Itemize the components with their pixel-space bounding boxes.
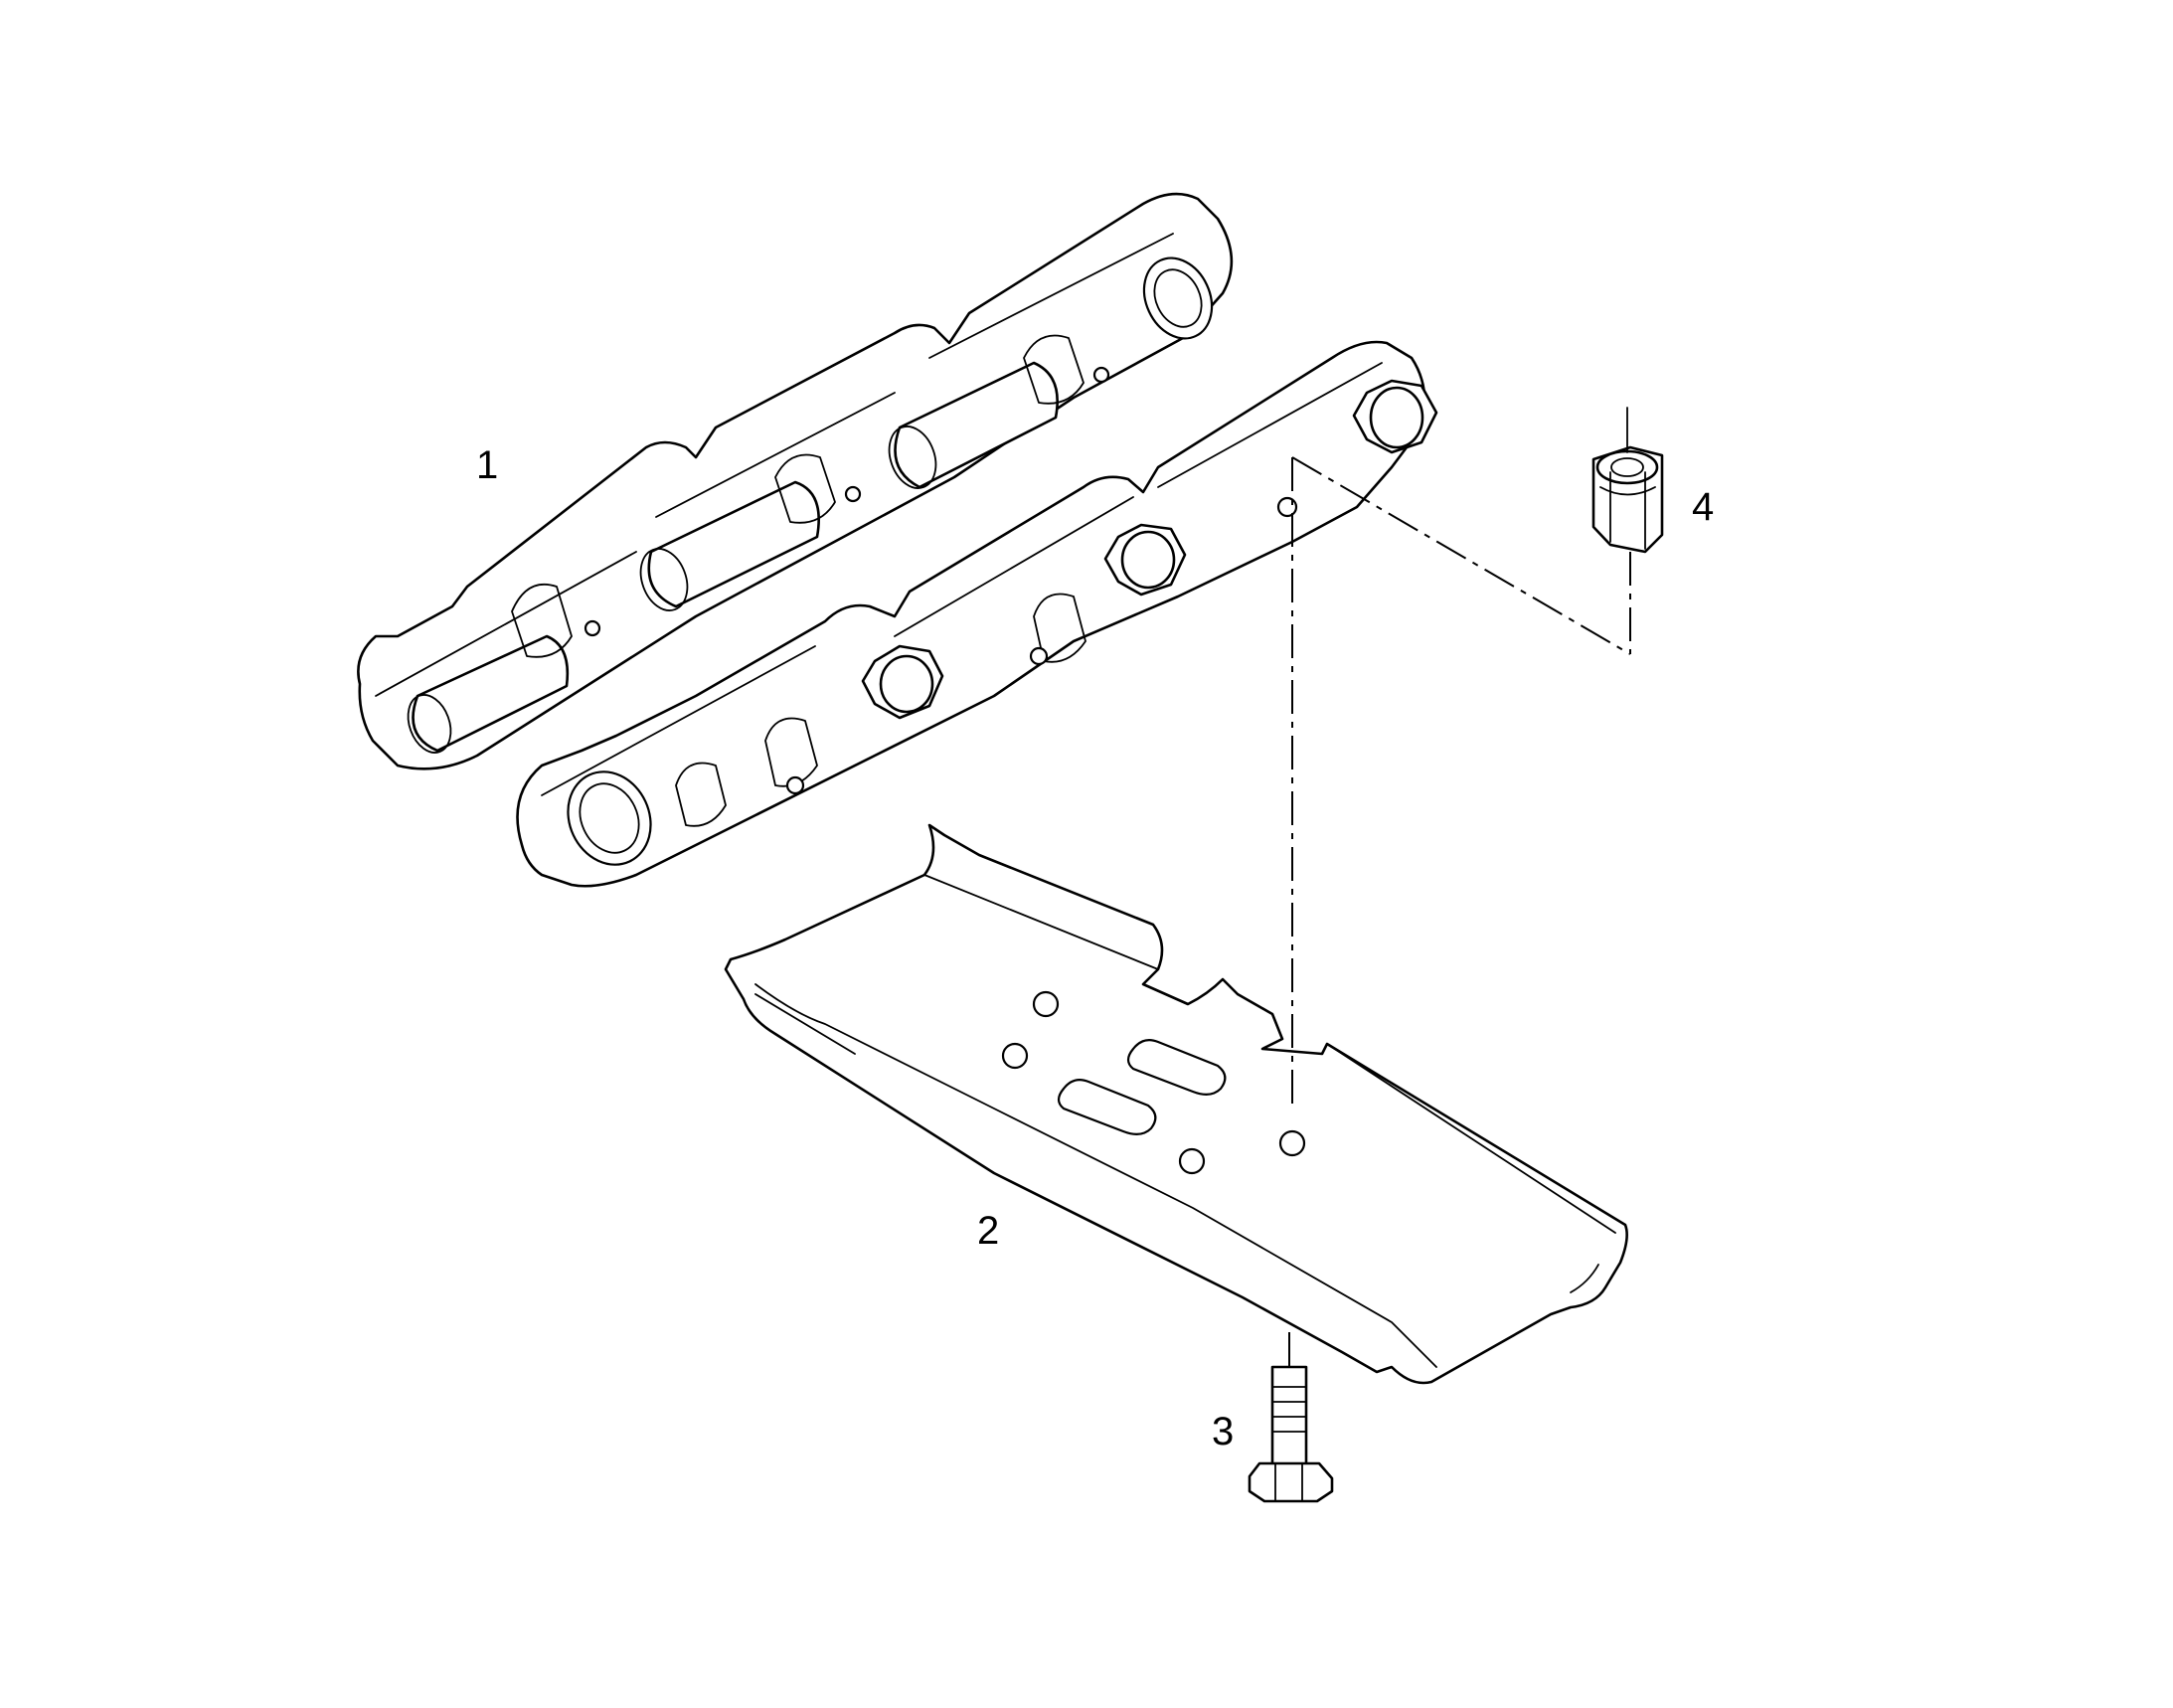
callout-2: 2 [977, 1209, 1000, 1253]
callout-1: 1 [476, 443, 499, 487]
chain-bushings [407, 361, 1059, 754]
track-chain-assembly [357, 192, 1438, 888]
track-nut [1591, 445, 1664, 554]
chain-bolt-hole [1276, 496, 1298, 518]
callout-4: 4 [1692, 485, 1715, 529]
assembly-guide-lines [1288, 407, 1631, 1370]
callout-3: 3 [1212, 1410, 1235, 1453]
chain-pin-ends [861, 379, 1438, 720]
track-bolt [1248, 1365, 1334, 1503]
chain-front-rail [516, 340, 1426, 888]
track-shoe [724, 823, 1628, 1385]
